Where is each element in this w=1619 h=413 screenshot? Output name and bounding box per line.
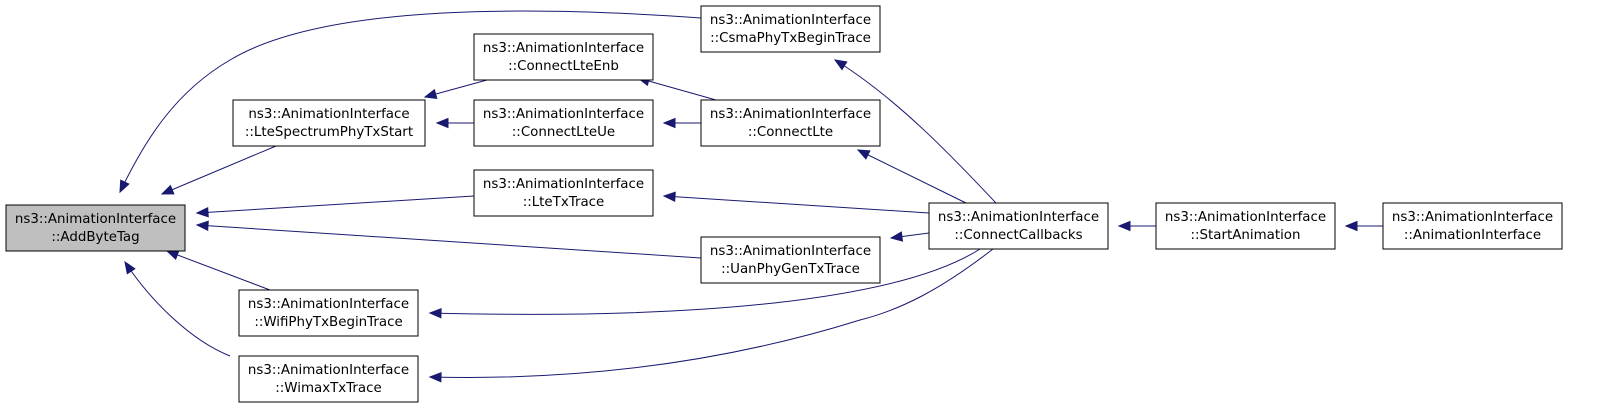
node-connectlteue[interactable]: ns3::AnimationInterface::ConnectLteUe bbox=[473, 99, 654, 147]
node-wifiphy[interactable]: ns3::AnimationInterface::WifiPhyTxBeginT… bbox=[238, 289, 419, 337]
arrowhead-icon bbox=[428, 372, 442, 383]
node-method-label: ::UanPhyGenTxTrace bbox=[721, 262, 860, 277]
node-box[interactable] bbox=[473, 33, 654, 81]
edges bbox=[119, 10, 1383, 383]
node-connectlteenb[interactable]: ns3::AnimationInterface::ConnectLteEnb bbox=[473, 33, 654, 81]
edge-connectcallbacks-to-wifiphy bbox=[429, 248, 981, 315]
node-box[interactable] bbox=[1382, 202, 1563, 250]
edge-connectlte-to-connectlteenb bbox=[637, 77, 717, 101]
node-box[interactable] bbox=[473, 99, 654, 147]
nodes: ns3::AnimationInterface::AddByteTagns3::… bbox=[5, 5, 1563, 403]
arrowhead-icon bbox=[428, 308, 442, 319]
node-connectlte[interactable]: ns3::AnimationInterface::ConnectLte bbox=[700, 99, 881, 147]
node-method-label: ::AnimationInterface bbox=[1404, 228, 1541, 243]
arrowhead-icon bbox=[856, 149, 871, 160]
node-namespace-label: ns3::AnimationInterface bbox=[1165, 210, 1326, 225]
node-ltespectrum[interactable]: ns3::AnimationInterface::LteSpectrumPhyT… bbox=[232, 99, 426, 147]
arrowhead-icon bbox=[662, 191, 676, 202]
node-uanphy[interactable]: ns3::AnimationInterface::UanPhyGenTxTrac… bbox=[700, 236, 881, 284]
node-namespace-label: ns3::AnimationInterface bbox=[710, 107, 871, 122]
node-animationinterface[interactable]: ns3::AnimationInterface::AnimationInterf… bbox=[1382, 202, 1563, 250]
node-namespace-label: ns3::AnimationInterface bbox=[248, 107, 409, 122]
arrowhead-icon bbox=[662, 117, 676, 129]
node-method-label: ::ConnectLteUe bbox=[512, 125, 615, 140]
edge-ltetxtrace-to-addbytetag bbox=[196, 195, 475, 214]
arrowhead-icon bbox=[160, 184, 175, 195]
edge-connectcallbacks-to-ltetxtrace bbox=[663, 195, 930, 214]
node-method-label: ::ConnectLte bbox=[748, 125, 833, 140]
node-addbytetag[interactable]: ns3::AnimationInterface::AddByteTag bbox=[5, 204, 186, 252]
node-method-label: ::ConnectCallbacks bbox=[954, 228, 1082, 243]
arrowhead-icon bbox=[1117, 220, 1131, 232]
node-namespace-label: ns3::AnimationInterface bbox=[938, 210, 1099, 225]
node-method-label: ::AddByteTag bbox=[51, 230, 139, 245]
node-method-label: ::CsmaPhyTxBeginTrace bbox=[710, 31, 871, 46]
node-box[interactable] bbox=[928, 202, 1109, 250]
node-method-label: ::LteSpectrumPhyTxStart bbox=[245, 125, 413, 140]
node-namespace-label: ns3::AnimationInterface bbox=[710, 13, 871, 28]
node-namespace-label: ns3::AnimationInterface bbox=[248, 297, 409, 312]
node-box[interactable] bbox=[5, 204, 186, 252]
arrowhead-icon bbox=[889, 231, 904, 242]
arrowhead-icon bbox=[423, 88, 438, 100]
node-box[interactable] bbox=[473, 169, 654, 217]
node-method-label: ::StartAnimation bbox=[1190, 228, 1300, 243]
arrowhead-icon bbox=[833, 59, 848, 71]
arrowhead-icon bbox=[195, 207, 209, 218]
node-namespace-label: ns3::AnimationInterface bbox=[483, 107, 644, 122]
node-box[interactable] bbox=[238, 289, 419, 337]
arrowhead-icon bbox=[119, 179, 130, 194]
node-method-label: ::WifiPhyTxBeginTrace bbox=[254, 315, 402, 330]
arrowhead-icon bbox=[165, 250, 180, 260]
arrowhead-icon bbox=[1344, 220, 1358, 232]
node-namespace-label: ns3::AnimationInterface bbox=[710, 244, 871, 259]
node-method-label: ::WimaxTxTrace bbox=[275, 381, 382, 396]
node-namespace-label: ns3::AnimationInterface bbox=[1392, 210, 1553, 225]
node-ltetxtrace[interactable]: ns3::AnimationInterface::LteTxTrace bbox=[473, 169, 654, 217]
node-box[interactable] bbox=[700, 5, 881, 53]
node-namespace-label: ns3::AnimationInterface bbox=[483, 41, 644, 56]
edge-wifiphy-to-addbytetag bbox=[166, 250, 271, 291]
node-method-label: ::ConnectLteEnb bbox=[508, 59, 619, 74]
node-box[interactable] bbox=[238, 355, 419, 403]
arrowhead-icon bbox=[195, 220, 209, 231]
arrowhead-icon bbox=[435, 117, 449, 129]
node-box[interactable] bbox=[1155, 202, 1336, 250]
edge-connectcallbacks-to-csmaphy bbox=[834, 59, 997, 204]
node-connectcallbacks[interactable]: ns3::AnimationInterface::ConnectCallback… bbox=[928, 202, 1109, 250]
edge-wimaxtx-to-addbytetag bbox=[124, 261, 231, 357]
node-box[interactable] bbox=[700, 99, 881, 147]
node-namespace-label: ns3::AnimationInterface bbox=[248, 363, 409, 378]
node-box[interactable] bbox=[700, 236, 881, 284]
edge-uanphy-to-addbytetag bbox=[196, 224, 702, 259]
node-namespace-label: ns3::AnimationInterface bbox=[483, 177, 644, 192]
node-box[interactable] bbox=[232, 99, 426, 147]
node-startanimation[interactable]: ns3::AnimationInterface::StartAnimation bbox=[1155, 202, 1336, 250]
node-method-label: ::LteTxTrace bbox=[523, 195, 605, 210]
node-wimaxtx[interactable]: ns3::AnimationInterface::WimaxTxTrace bbox=[238, 355, 419, 403]
node-csmaphy[interactable]: ns3::AnimationInterface::CsmaPhyTxBeginT… bbox=[700, 5, 881, 53]
edge-connectcallbacks-to-wimaxtx bbox=[429, 248, 994, 378]
arrowhead-icon bbox=[124, 260, 136, 275]
edge-csmaphy-to-addbytetag bbox=[119, 10, 702, 193]
edge-connectcallbacks-to-connectlte bbox=[857, 149, 967, 204]
edge-ltespectrum-to-addbytetag bbox=[161, 145, 277, 195]
node-namespace-label: ns3::AnimationInterface bbox=[15, 212, 176, 227]
